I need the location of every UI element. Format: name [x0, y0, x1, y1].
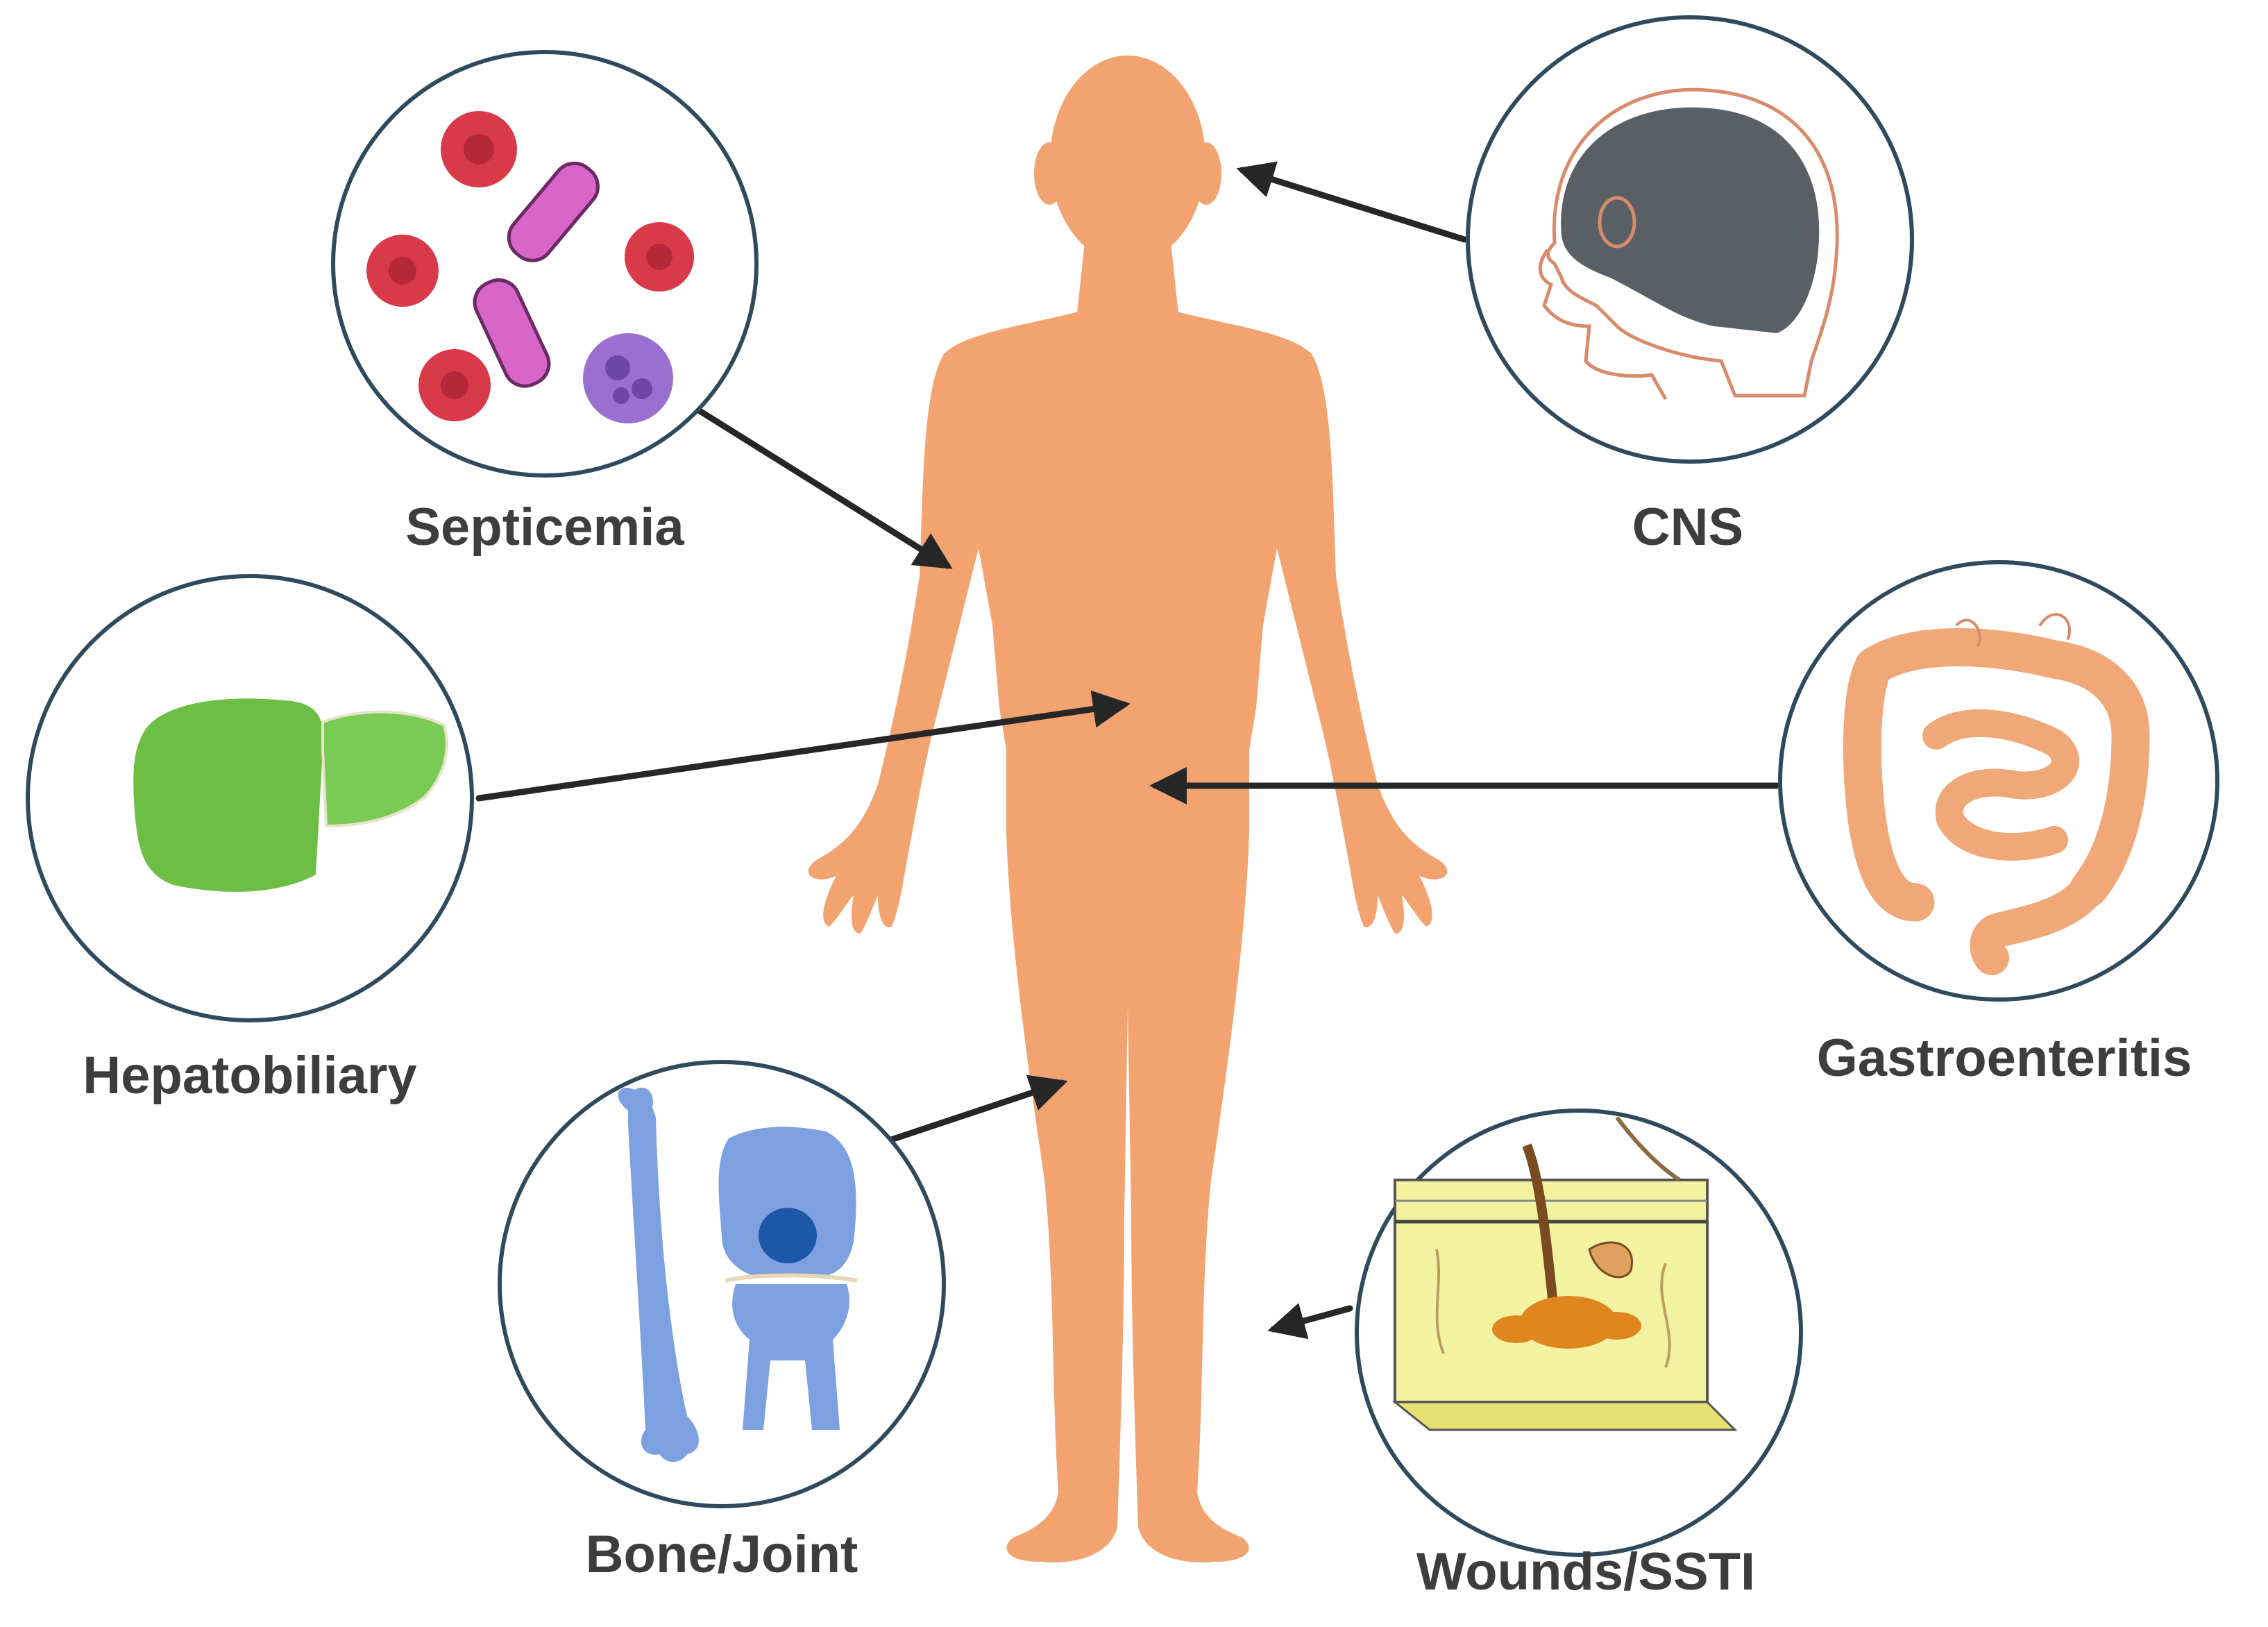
human-body-silhouette [808, 56, 1448, 1562]
bone-joint-label: Bone/Joint [586, 1525, 858, 1584]
cns-label: CNS [1632, 498, 1743, 557]
gastroenteritis-panel [1778, 560, 2219, 1002]
skin-layer-icon [1391, 1116, 1738, 1431]
septicemia-panel [331, 50, 759, 478]
liver-icon [133, 698, 448, 892]
bone-joint-panel [498, 1060, 946, 1508]
wounds-ssti-panel [1355, 1108, 1803, 1557]
intestine-icon [1843, 613, 2150, 975]
arrows [475, 161, 1780, 1340]
bone-knee-joint-icon [618, 1087, 858, 1462]
wounds-ssti-label: Wounds/SSTI [1416, 1542, 1755, 1601]
blood-cells-bacteria-icon [366, 111, 694, 423]
arrow-bone-joint [881, 1074, 1068, 1145]
septicemia-label: Septicemia [405, 498, 684, 557]
brain-head-icon [1538, 87, 1839, 401]
gastroenteritis-label: Gastroenteritis [1817, 1029, 2192, 1088]
arrow-cns [1236, 161, 1468, 243]
arrow-wounds [1267, 1303, 1353, 1340]
arrow-septicemia [694, 406, 953, 569]
hepatobiliary-panel [26, 574, 474, 1022]
arrow-hepatobiliary [475, 690, 1131, 802]
hepatobiliary-label: Hepatobiliary [83, 1046, 416, 1105]
cns-panel [1466, 15, 1914, 464]
